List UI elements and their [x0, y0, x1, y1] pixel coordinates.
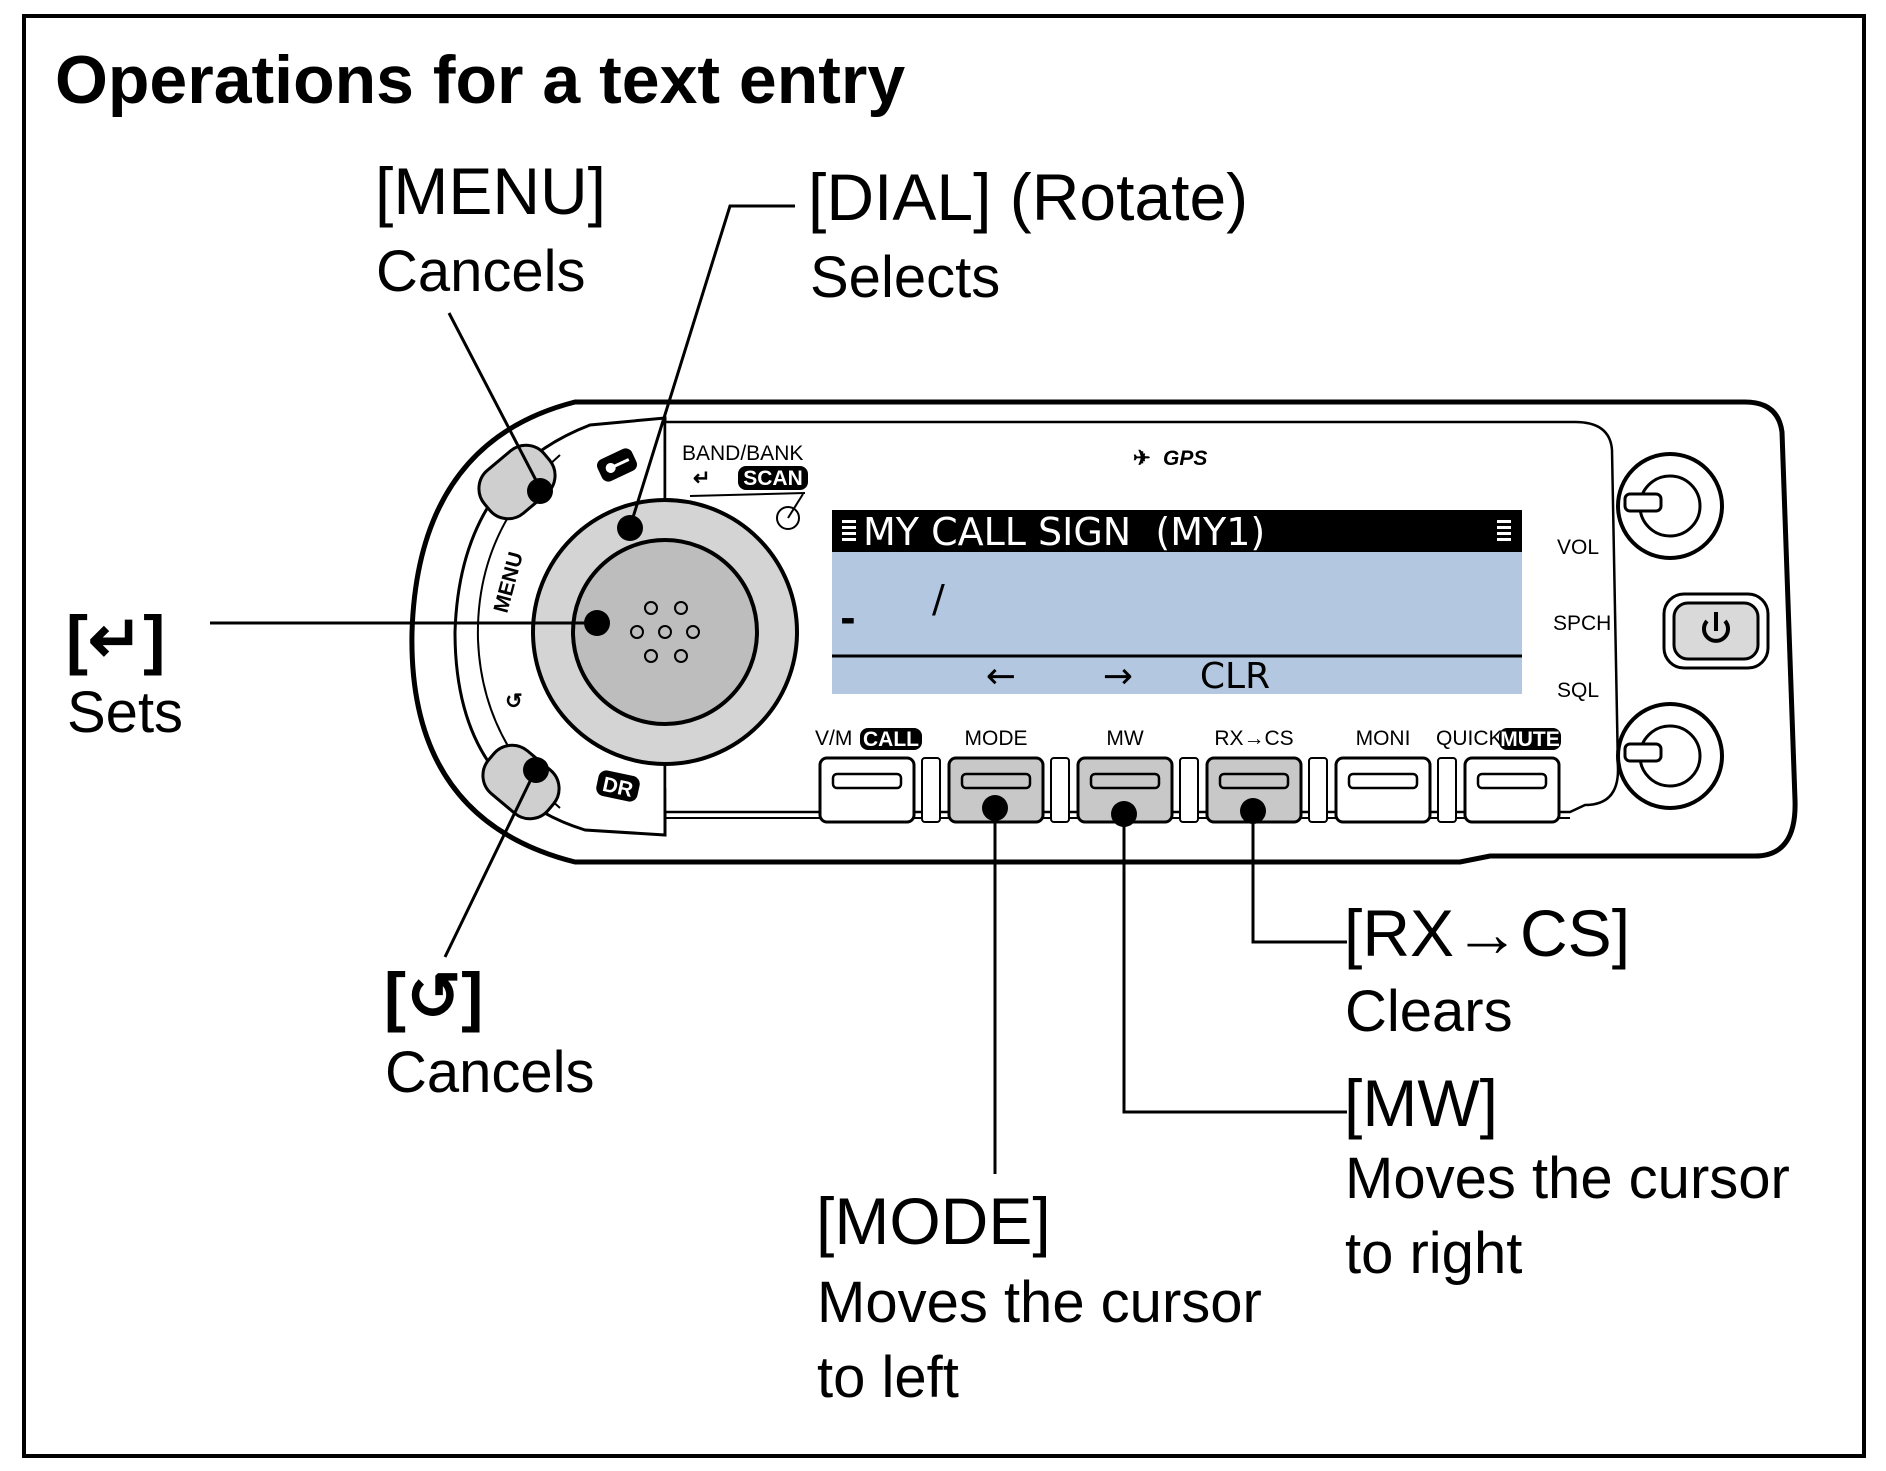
- power-icon: [1702, 619, 1730, 643]
- back-callout-action: Cancels: [385, 1040, 595, 1105]
- leader-lines: [210, 204, 1347, 1174]
- rxcs-label: RX→CS: [1214, 727, 1293, 750]
- back-callout-key: [↺]: [384, 959, 483, 1033]
- key-lock-icon: [597, 448, 637, 482]
- button-separator: [1050, 757, 1070, 823]
- band-bank-label: BAND/BANK: [682, 442, 803, 465]
- vm-call-button[interactable]: V/M CALL: [815, 727, 922, 824]
- rxcs-callout-key: [RX→CS]: [1344, 896, 1630, 970]
- gps-satellite-icon: ✈: [1133, 447, 1151, 470]
- lcd-header-text: MY CALL SIGN (MY1): [863, 510, 1265, 554]
- scan-indicator-tick: [787, 493, 804, 519]
- enter-callout-key: [↵]: [66, 602, 165, 676]
- back-dot: [523, 757, 549, 783]
- undo-icon-small: ↺: [505, 690, 523, 713]
- mode-callout-action-line1: Moves the cursor: [817, 1270, 1262, 1335]
- vm-label: V/M: [815, 727, 852, 750]
- diagram-title: Operations for a text entry: [55, 42, 905, 118]
- lcd-header-left-bars: [842, 520, 856, 541]
- mw-callout-action-line1: Moves the cursor: [1345, 1146, 1790, 1211]
- dial-callout-action: Selects: [810, 245, 1000, 310]
- back-leader: [443, 772, 536, 958]
- moni-button[interactable]: MONI: [1334, 727, 1432, 824]
- scan-label: SCAN: [743, 467, 803, 490]
- mw-leader: [1122, 809, 1347, 1114]
- sql-knob[interactable]: [1616, 702, 1724, 810]
- mute-label: MUTE: [1500, 728, 1560, 751]
- dial-knob[interactable]: [531, 498, 799, 766]
- button-separator: [921, 757, 941, 823]
- lcd-softkey-right: →: [1103, 656, 1133, 697]
- call-badge: [860, 728, 922, 750]
- button-separator: [1437, 757, 1457, 823]
- mode-button[interactable]: MODE: [947, 727, 1045, 824]
- mw-button[interactable]: MW: [1076, 727, 1174, 824]
- spch-label: SPCH: [1553, 612, 1611, 635]
- menu-callout-action: Cancels: [376, 239, 586, 304]
- lcd-softkey-left: ←: [986, 656, 1016, 697]
- mode-label: MODE: [965, 727, 1028, 750]
- scan-badge: [738, 466, 808, 490]
- dial-callout-key: [DIAL] (Rotate): [808, 160, 1248, 234]
- dial-leader: [628, 204, 795, 528]
- dial-dot: [617, 515, 643, 541]
- lcd-header-right-bars: [1497, 520, 1511, 541]
- rxcs-dot: [1240, 798, 1266, 824]
- radio-front-panel: BAND/BANK ↵ SCAN ✈ GPS MY CALL SIGN (MY1…: [409, 399, 1798, 865]
- mode-dot: [982, 795, 1008, 821]
- menu-dot: [527, 478, 553, 504]
- sql-label: SQL: [1557, 679, 1599, 702]
- dr-badge: [596, 770, 640, 802]
- enter-symbol-small: ↵: [693, 467, 711, 490]
- lcd-header-bar: [832, 510, 1522, 552]
- vol-knob[interactable]: [1616, 452, 1724, 560]
- button-separator: [1308, 757, 1328, 823]
- moni-label: MONI: [1356, 727, 1411, 750]
- menu-leader: [447, 312, 542, 489]
- lcd-entry-cursor: -: [840, 597, 856, 641]
- power-button[interactable]: [1662, 592, 1770, 670]
- enter-callout-action: Sets: [67, 680, 183, 745]
- mw-label: MW: [1106, 727, 1143, 750]
- gps-label: GPS: [1163, 447, 1207, 470]
- leader-dots: [523, 478, 1266, 827]
- vol-label: VOL: [1557, 536, 1599, 559]
- mw-callout-action-line2: to right: [1345, 1221, 1522, 1286]
- lcd-entry-slash: /: [932, 577, 945, 621]
- button-separator: [1179, 757, 1199, 823]
- quick-mute-button[interactable]: QUICK MUTE: [1436, 727, 1561, 824]
- scan-indicator-icon: [776, 506, 800, 530]
- rxcs-callout-action: Clears: [1345, 979, 1513, 1044]
- rxcs-leader: [1251, 809, 1347, 944]
- call-label: CALL: [863, 728, 919, 751]
- mode-callout-action-line2: to left: [817, 1345, 959, 1410]
- band-bank-underline: [689, 492, 806, 497]
- dial-center-holes: [630, 601, 700, 663]
- enter-dot: [584, 610, 610, 636]
- mw-callout-key: [MW]: [1344, 1066, 1498, 1140]
- mw-dot: [1111, 801, 1137, 827]
- quick-label: QUICK: [1436, 727, 1503, 750]
- mode-callout-key: [MODE]: [816, 1184, 1051, 1258]
- menu-callout-key: [MENU]: [375, 154, 606, 228]
- mute-badge: [1499, 728, 1561, 750]
- lcd-softkey-clr: CLR: [1200, 656, 1270, 697]
